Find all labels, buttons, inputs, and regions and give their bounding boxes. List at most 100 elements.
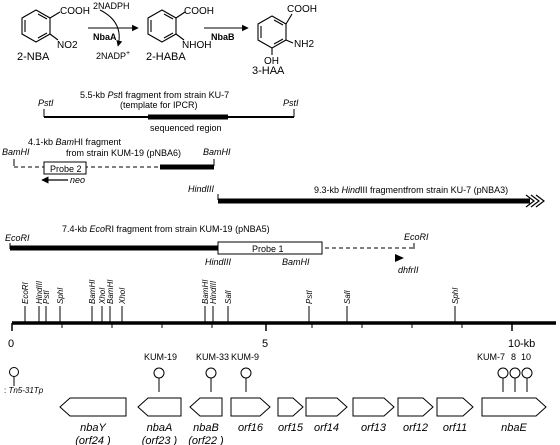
map-site-label: SalI <box>224 289 233 304</box>
compound-2-nba-label: 2-NBA <box>17 51 50 63</box>
probe-1-right-site: BamHI <box>282 257 310 267</box>
pst-fragment-label-2: (template for IPCR) <box>120 100 198 110</box>
cofactor-out-text: 2NADP <box>96 51 126 61</box>
gene-arrow <box>277 397 304 417</box>
map-site-label: HindIII <box>35 280 44 304</box>
map-site-label: HindIII <box>209 280 218 304</box>
compound-2-haba-cooh: COOH <box>184 6 214 17</box>
cofactor-out-sup: + <box>126 50 130 57</box>
transposon-name: Tn5-31Tp <box>8 386 43 395</box>
insertion-kum-7-label: KUM-7 <box>477 352 505 362</box>
compound-2-haba-label: 2-HABA <box>146 51 186 63</box>
compound-2-nba-structure <box>21 9 61 43</box>
hind-fragment-label: 9.3-kb HindIII fragmentfrom strain KU-7 … <box>314 185 508 195</box>
compound-3-haa-nh2: NH2 <box>294 39 314 50</box>
gene-alt-name: (orf22 ) <box>188 435 224 445</box>
gene-arrows: nbaY(orf24 )nbaA(orf23 )nbaB(orf22 )orf1… <box>59 397 547 445</box>
gene-name: nbaA <box>147 422 173 434</box>
bam-fragment-label: 4.1-kb BamHI fragment <box>28 137 122 147</box>
bam-right-site: BamHI <box>203 147 231 157</box>
eco-fragment-label: 7.4-kb EcoRI fragment from strain KUM-19… <box>62 224 270 234</box>
transposon-colon: : <box>4 386 8 395</box>
map-site-label: XhoI <box>98 287 107 305</box>
pst-label-prefix: 5.5-kb <box>80 90 108 100</box>
insertion-kum-9-label: KUM-9 <box>231 352 259 362</box>
compound-2-haba-structure <box>147 9 186 43</box>
eco-label-enzyme-b: RI <box>105 224 114 234</box>
map-site-label: PstI <box>42 289 51 304</box>
eco-label-enzyme: Eco <box>90 224 106 234</box>
compound-3-haa-oh: OH <box>264 56 279 67</box>
enzyme-nbab: NbaB <box>211 32 235 42</box>
map-site-label: SphI <box>56 287 65 304</box>
gene-name: orf11 <box>443 422 467 434</box>
bam-label-enzyme-b: HI <box>74 137 83 147</box>
pst-label-suffix: fragment from strain KU-7 <box>123 90 229 100</box>
pathway: COOH NO2 2-NBA 2NADPH NbaA 2NADP+ COOH N… <box>17 1 317 77</box>
hind-label-enzyme: Hind <box>342 185 362 195</box>
pst-left-site: PstI <box>38 98 54 108</box>
insertion-8-icon <box>509 367 521 379</box>
probe-1-box <box>217 241 323 255</box>
bam-label-enzyme: Bam <box>56 137 75 147</box>
map-site-label: SphI <box>451 287 460 304</box>
compound-3-haa-label: 3-HAA <box>252 65 285 77</box>
dhfr-label: dhfrII <box>398 265 419 275</box>
insertion-kum-33-icon <box>205 367 217 379</box>
gene-arrow <box>436 397 474 417</box>
compound-2-nba-cooh: COOH <box>60 6 90 17</box>
gene-name: orf15 <box>278 422 304 434</box>
gene-arrow <box>189 397 223 417</box>
map-site-label: BamHI <box>106 279 115 304</box>
gene-arrow <box>59 397 127 417</box>
cofactor-out: 2NADP+ <box>96 50 130 61</box>
eco-label-prefix: 7.4-kb <box>62 224 90 234</box>
transposon-label: : Tn5-31Tp <box>4 386 44 395</box>
gene-alt-name: (orf23 ) <box>142 435 178 445</box>
bam-label-prefix: 4.1-kb <box>28 137 56 147</box>
map-site-label: PstI <box>305 289 314 304</box>
gene-name: orf16 <box>238 422 264 434</box>
pst-right-site: PstI <box>283 98 299 108</box>
map-site-label: XhoI <box>118 287 127 305</box>
neo-label: neo <box>70 175 85 185</box>
gene-name: orf12 <box>403 422 428 434</box>
gene-name: orf13 <box>361 422 387 434</box>
gene-arrow <box>352 397 395 417</box>
insertion-kum-19-label: KUM-19 <box>144 352 177 362</box>
probe-2-label: Probe 2 <box>50 164 82 174</box>
insertion-10-icon <box>521 367 533 379</box>
enzyme-nbaa: NbaA <box>93 32 117 42</box>
cofactor-curve <box>99 9 123 47</box>
hind-site: HindIII <box>188 184 215 194</box>
gene-name: nbaY <box>80 422 106 434</box>
eco-left-site: EcoRI <box>5 233 30 243</box>
pst-fragment-label: 5.5-kb PstI fragment from strain KU-7 <box>80 90 229 100</box>
pst-label-enzyme: Pst <box>108 90 122 100</box>
sequenced-region-label: sequenced region <box>150 123 222 133</box>
probe-1-left-site: HindIII <box>205 257 232 267</box>
probe-1-label: Probe 1 <box>252 244 284 254</box>
hind-fragment: HindIII 9.3-kb HindIII fragmentfrom stra… <box>188 184 545 208</box>
eco-fragment: 7.4-kb EcoRI fragment from strain KUM-19… <box>5 224 429 275</box>
gene-arrow <box>397 397 434 417</box>
map-site-label: EcoRI <box>21 281 30 304</box>
hind-label-suffix: fragmentfrom strain KU-7 (pNBA3) <box>368 185 509 195</box>
cofactor-in: 2NADPH <box>93 1 130 11</box>
gene-arrow <box>137 397 182 417</box>
map-site-label: BamHI <box>88 279 97 304</box>
hind-label-enzyme-b: III <box>360 185 368 195</box>
insertion-8-label: 8 <box>511 352 516 362</box>
gene-arrow <box>305 397 348 417</box>
gene-name: orf14 <box>314 422 339 434</box>
insertion-kum-7-icon <box>497 367 509 379</box>
gene-name: nbaE <box>501 422 527 434</box>
gene-name: nbaB <box>193 422 219 434</box>
compound-3-haa-cooh: COOH <box>287 4 317 15</box>
insertion-kum-9-icon <box>240 367 252 379</box>
insertion-kum-19-icon <box>153 367 165 379</box>
dhfr-arrow <box>395 254 404 262</box>
